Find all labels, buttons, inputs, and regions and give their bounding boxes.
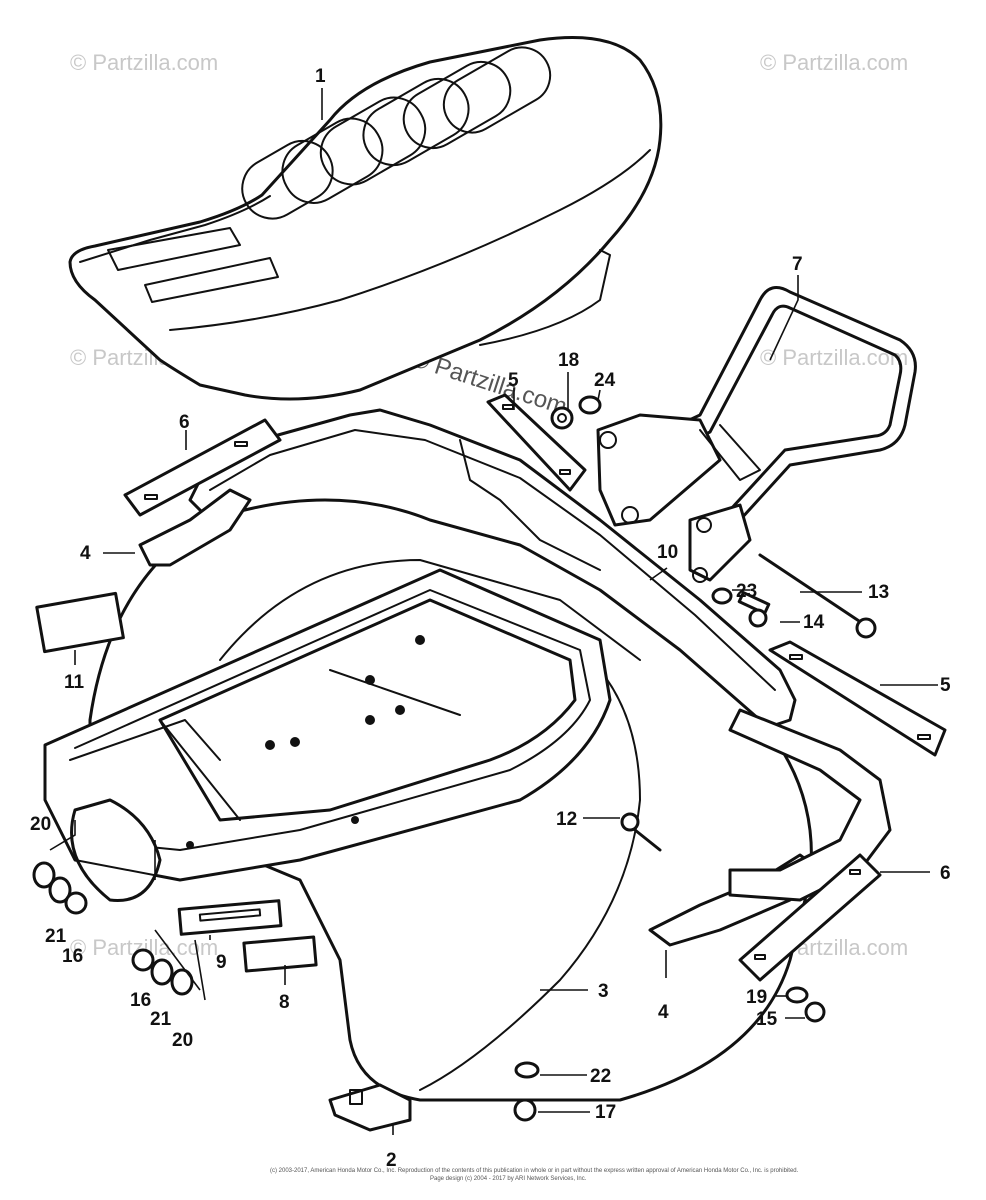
copyright-line: Page design (c) 2004 - 2017 by ARI Netwo…: [430, 1176, 587, 1182]
brace-part: [138, 488, 892, 947]
callout-9: 9: [216, 952, 227, 973]
labels-part: [35, 591, 318, 973]
callout-5: 5: [508, 370, 519, 391]
hardware-part: [32, 395, 877, 1122]
bracket-part: [123, 393, 947, 982]
callout-10: 10: [657, 542, 678, 563]
callout-4: 4: [80, 543, 91, 564]
callout-18: 18: [558, 350, 579, 371]
callout-8: 8: [279, 992, 290, 1013]
callout-16: 16: [130, 990, 151, 1011]
callout-21: 21: [45, 926, 67, 947]
callout-6: 6: [940, 863, 951, 884]
copyright-line: (c) 2003-2017, American Honda Motor Co.,…: [270, 1168, 799, 1174]
watermark: © Partzilla.com: [760, 50, 908, 75]
tail-box-part: [43, 568, 612, 902]
callout-4: 4: [658, 1002, 669, 1023]
leader-lines: [49, 88, 938, 1135]
callout-12: 12: [556, 809, 577, 830]
callout-5: 5: [940, 675, 951, 696]
callout-14: 14: [803, 612, 825, 633]
callouts: 1 2 3 4 4 5 5 6 6 7 8 9 10 11 12 13 14 1…: [30, 66, 951, 1171]
callout-7: 7: [792, 254, 803, 275]
callout-2: 2: [386, 1150, 397, 1171]
callout-21: 21: [150, 1009, 172, 1030]
seat-part: [68, 36, 663, 401]
callout-22: 22: [590, 1066, 611, 1087]
mount-part: [328, 1083, 412, 1132]
callout-20: 20: [30, 814, 51, 835]
callout-1: 1: [315, 66, 326, 87]
callout-11: 11: [64, 672, 85, 693]
callout-16: 16: [62, 946, 83, 967]
copyright-block: (c) 2003-2017, American Honda Motor Co.,…: [270, 1168, 799, 1182]
callout-24: 24: [594, 370, 616, 391]
callout-20: 20: [172, 1030, 193, 1051]
callout-15: 15: [756, 1009, 778, 1030]
callout-19: 19: [746, 987, 767, 1008]
watermark: © Partzilla.com: [70, 50, 218, 75]
watermark: © Partzilla.com: [760, 345, 908, 370]
callout-13: 13: [868, 582, 889, 603]
callout-6: 6: [179, 412, 190, 433]
grab-rail-part: [596, 286, 917, 583]
callout-23: 23: [736, 581, 757, 602]
callout-17: 17: [595, 1102, 616, 1123]
callout-3: 3: [598, 981, 609, 1002]
